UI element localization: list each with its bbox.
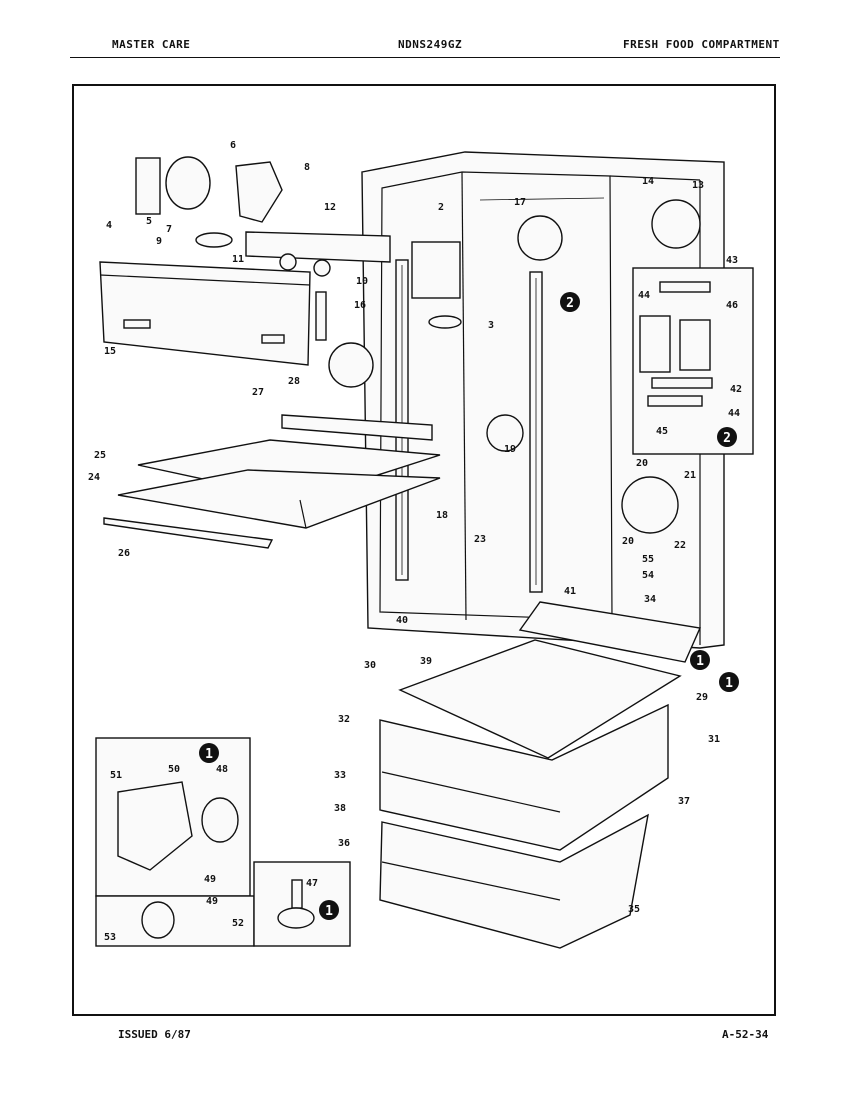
callout-14: 14 bbox=[642, 176, 654, 187]
callout-38: 38 bbox=[334, 803, 346, 814]
callout-23: 23 bbox=[474, 534, 486, 545]
header-brand: MASTER CARE bbox=[112, 38, 191, 51]
reference-marker-1: 1 bbox=[719, 672, 739, 692]
callout-20: 20 bbox=[622, 536, 634, 547]
callout-54: 54 bbox=[642, 570, 654, 581]
reference-marker-2: 2 bbox=[717, 427, 737, 447]
callout-20: 20 bbox=[636, 458, 648, 469]
callout-32: 32 bbox=[338, 714, 350, 725]
callout-5: 5 bbox=[146, 216, 152, 227]
svg-text:2: 2 bbox=[566, 296, 574, 311]
callout-31: 31 bbox=[708, 734, 720, 745]
callout-2: 2 bbox=[438, 202, 444, 213]
callout-12: 12 bbox=[324, 202, 336, 213]
callout-47: 47 bbox=[306, 878, 318, 889]
inset-panels-1 bbox=[95, 737, 351, 947]
reference-marker-2: 2 bbox=[560, 292, 580, 312]
svg-text:1: 1 bbox=[325, 904, 333, 919]
callout-46: 46 bbox=[726, 300, 738, 311]
inset-panel-2 bbox=[632, 267, 754, 455]
callout-19: 19 bbox=[504, 444, 516, 455]
shelf-rails bbox=[395, 259, 543, 593]
issue-date: ISSUED 6/87 bbox=[118, 1028, 191, 1041]
callout-55: 55 bbox=[642, 554, 654, 565]
page-reference: A-52-34 bbox=[722, 1028, 769, 1041]
svg-text:1: 1 bbox=[696, 654, 704, 669]
callout-44: 44 bbox=[728, 408, 740, 419]
callout-45: 45 bbox=[656, 426, 668, 437]
callout-15: 15 bbox=[104, 346, 116, 357]
callout-49: 49 bbox=[206, 896, 218, 907]
callout-11: 11 bbox=[232, 254, 244, 265]
callout-53: 53 bbox=[104, 932, 116, 943]
callout-13: 13 bbox=[692, 180, 704, 191]
glass-shelf bbox=[103, 414, 441, 549]
callout-8: 8 bbox=[304, 162, 310, 173]
callout-40: 40 bbox=[396, 615, 408, 626]
callout-43: 43 bbox=[726, 255, 738, 266]
callout-25: 25 bbox=[94, 450, 106, 461]
callout-18: 18 bbox=[436, 510, 448, 521]
callout-3: 3 bbox=[488, 320, 494, 331]
callout-44: 44 bbox=[638, 290, 650, 301]
reference-marker-1: 1 bbox=[319, 900, 339, 920]
svg-text:2: 2 bbox=[723, 431, 731, 446]
callout-labels: 1234567891011121314151617181920202122232… bbox=[88, 140, 742, 943]
callout-37: 37 bbox=[678, 796, 690, 807]
callout-10: 10 bbox=[356, 276, 368, 287]
callout-29: 29 bbox=[696, 692, 708, 703]
svg-text:1: 1 bbox=[205, 747, 213, 762]
callout-21: 21 bbox=[684, 470, 696, 481]
callout-34: 34 bbox=[644, 594, 656, 605]
callout-36: 36 bbox=[338, 838, 350, 849]
callout-41: 41 bbox=[564, 586, 576, 597]
callout-17: 17 bbox=[514, 197, 526, 208]
crisper-assembly bbox=[379, 601, 702, 949]
callout-42: 42 bbox=[730, 384, 742, 395]
control-housing bbox=[99, 156, 462, 366]
header-section-title: FRESH FOOD COMPARTMENT bbox=[623, 38, 780, 51]
svg-text:1: 1 bbox=[725, 676, 733, 691]
reference-marker-1: 1 bbox=[199, 743, 219, 763]
callout-4: 4 bbox=[106, 220, 112, 231]
callout-51: 51 bbox=[110, 770, 122, 781]
header-model-number: NDNS249GZ bbox=[398, 38, 463, 51]
callout-30: 30 bbox=[364, 660, 376, 671]
callout-24: 24 bbox=[88, 472, 100, 483]
callout-52: 52 bbox=[232, 918, 244, 929]
callout-50: 50 bbox=[168, 764, 180, 775]
callout-27: 27 bbox=[252, 387, 264, 398]
callout-33: 33 bbox=[334, 770, 346, 781]
callout-39: 39 bbox=[420, 656, 432, 667]
reference-marker-1: 1 bbox=[690, 650, 710, 670]
callout-26: 26 bbox=[118, 548, 130, 559]
callout-16: 16 bbox=[354, 300, 366, 311]
callout-22: 22 bbox=[674, 540, 686, 551]
callout-48: 48 bbox=[216, 764, 228, 775]
diagram-frame bbox=[72, 84, 776, 1016]
callout-28: 28 bbox=[288, 376, 300, 387]
detail-callouts bbox=[328, 199, 701, 534]
callout-9: 9 bbox=[156, 236, 162, 247]
callout-49: 49 bbox=[204, 874, 216, 885]
callout-35: 35 bbox=[628, 904, 640, 915]
callout-7: 7 bbox=[166, 224, 172, 235]
callout-6: 6 bbox=[230, 140, 236, 151]
header-rule bbox=[70, 57, 780, 58]
